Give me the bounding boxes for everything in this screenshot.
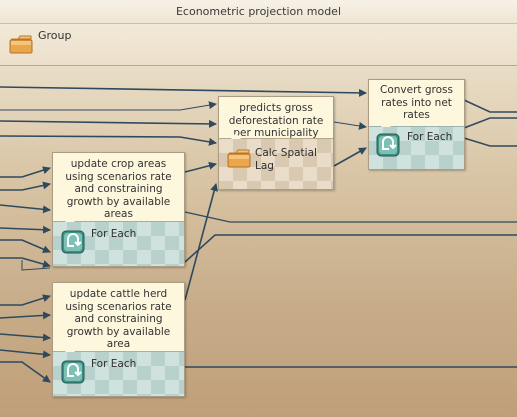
node-subprocess[interactable]: For Each — [53, 346, 184, 396]
node-convert-rates[interactable]: Convert gross rates into net rates For E… — [368, 79, 465, 170]
link — [0, 101, 217, 111]
group-label: Group — [38, 29, 72, 42]
link — [0, 257, 51, 268]
subprocess-label: For Each — [91, 228, 137, 240]
window-title: Econometric projection model — [175, 5, 342, 18]
link — [0, 349, 51, 359]
link — [463, 117, 517, 129]
link — [0, 294, 51, 306]
link — [184, 183, 219, 301]
loop-icon — [61, 360, 85, 384]
subprocess-label: For Each — [91, 358, 137, 370]
link — [0, 135, 217, 146]
folder-icon — [9, 35, 33, 54]
link — [0, 361, 51, 383]
link — [0, 86, 367, 97]
node-predicts-deforestation[interactable]: predicts gross deforestation rate per mu… — [218, 96, 334, 190]
node-subprocess[interactable]: For Each — [369, 121, 464, 169]
node-label: update crop areas using scenarios rate a… — [65, 158, 172, 220]
subprocess-label: For Each — [407, 131, 453, 143]
link — [0, 166, 51, 178]
link — [333, 147, 367, 167]
node-label: predicts gross deforestation rate per mu… — [228, 102, 324, 139]
link — [184, 234, 517, 263]
link — [0, 239, 51, 253]
node-label: Convert gross rates into net rates — [380, 84, 453, 121]
title-bar: Econometric projection model — [0, 0, 517, 24]
folder-icon — [227, 149, 251, 168]
node-subprocess[interactable]: For Each — [53, 216, 184, 266]
loop-icon — [61, 230, 85, 254]
link — [184, 161, 217, 173]
node-label: update cattle herd using scenarios rate … — [65, 288, 172, 350]
link — [0, 311, 51, 320]
link — [333, 121, 367, 130]
link — [0, 333, 51, 342]
link — [0, 119, 217, 128]
subprocess-label: Calc Spatial Lag — [255, 147, 317, 172]
node-subprocess[interactable]: Calc Spatial Lag — [219, 133, 333, 189]
loop-icon — [376, 133, 400, 157]
node-update-cattle-herd[interactable]: update cattle herd using scenarios rate … — [52, 282, 185, 397]
link — [21, 260, 51, 271]
link — [184, 211, 517, 223]
link — [463, 137, 517, 147]
group-header[interactable]: Group — [0, 24, 517, 66]
link — [0, 204, 51, 214]
link — [0, 181, 51, 191]
node-update-crop-areas[interactable]: update crop areas using scenarios rate a… — [52, 152, 185, 267]
link — [463, 99, 517, 113]
link — [0, 225, 51, 234]
